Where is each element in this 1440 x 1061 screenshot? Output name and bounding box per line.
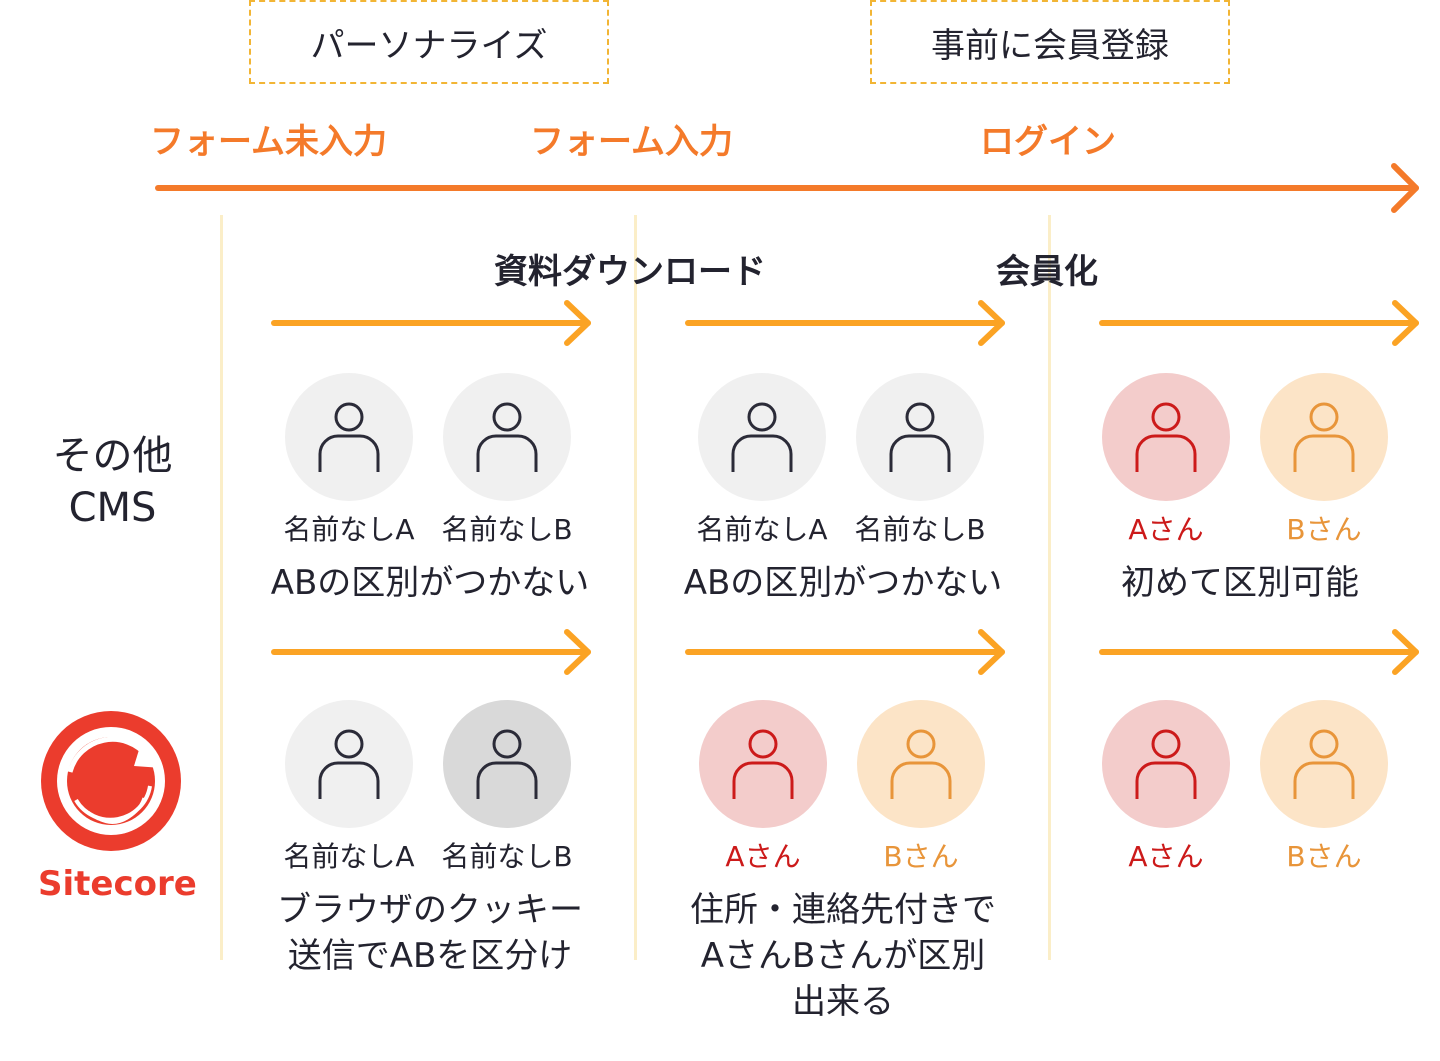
caption-line: 送信でABを区分け: [287, 936, 573, 976]
caption-sitecore-1: ブラウザのクッキー 送信でABを区分け: [230, 887, 630, 979]
row-label-line2: CMS: [68, 485, 157, 531]
person-label: Bさん: [1286, 840, 1362, 873]
person-avatar: [1102, 700, 1230, 828]
sitecore-brand-text: Sitecore: [38, 864, 197, 904]
column-title-membership: 会員化: [996, 252, 1098, 292]
person-avatar: [1260, 700, 1388, 828]
person-label: Aさん: [725, 840, 801, 873]
column-title-download: 資料ダウンロード: [494, 252, 766, 292]
personalize-label: パーソナライズ: [310, 25, 548, 66]
person-label: 名前なしB: [441, 840, 573, 873]
person-label: 名前なしA: [696, 513, 828, 546]
caption-sitecore-2: 住所・連絡先付きで AさんBさんが区別 出来る: [643, 887, 1043, 1025]
person-outline-icon: [476, 729, 538, 799]
timeline-arrow-icon: [155, 163, 1419, 213]
pre-register-box: 事前に会員登録: [870, 0, 1230, 84]
person-label: Bさん: [1286, 513, 1362, 546]
divider-line: [634, 215, 637, 960]
person-avatar: [285, 373, 413, 501]
arrow-right-icon: [1099, 300, 1419, 346]
stage-form-filled: フォーム入力: [530, 122, 733, 162]
caption-line: 住所・連絡先付きで: [690, 890, 996, 930]
divider-line: [220, 215, 223, 960]
person-label: Aさん: [1128, 840, 1204, 873]
person-outline-icon: [1293, 402, 1355, 472]
person-avatar: [443, 373, 571, 501]
arrow-right-icon: [271, 629, 591, 675]
arrow-right-icon: [1099, 629, 1419, 675]
arrow-right-icon: [271, 300, 591, 346]
stage-login: ログイン: [980, 122, 1116, 162]
stage-form-not-filled: フォーム未入力: [150, 122, 387, 162]
person-outline-icon: [731, 402, 793, 472]
person-outline-icon: [732, 729, 794, 799]
arrow-right-icon: [685, 629, 1005, 675]
person-avatar: [1260, 373, 1388, 501]
caption-line: AさんBさんが区別: [700, 936, 986, 976]
person-label: 名前なしA: [283, 513, 415, 546]
person-outline-icon: [1135, 402, 1197, 472]
sitecore-logo-icon: [41, 711, 181, 851]
person-outline-icon: [889, 402, 951, 472]
row-label-other-cms: その他 CMS: [40, 430, 185, 534]
person-avatar: [285, 700, 413, 828]
person-avatar: [857, 700, 985, 828]
caption-line: ブラウザのクッキー: [277, 890, 583, 930]
person-label: 名前なしB: [441, 513, 573, 546]
person-outline-icon: [318, 402, 380, 472]
pre-register-label: 事前に会員登録: [931, 25, 1169, 66]
person-avatar: [698, 373, 826, 501]
person-avatar: [856, 373, 984, 501]
person-avatar: [443, 700, 571, 828]
person-outline-icon: [318, 729, 380, 799]
person-outline-icon: [890, 729, 952, 799]
divider-line: [1048, 215, 1051, 960]
caption-other-1: ABの区別がつかない: [270, 563, 590, 603]
person-outline-icon: [1135, 729, 1197, 799]
person-avatar: [699, 700, 827, 828]
arrow-right-icon: [685, 300, 1005, 346]
person-outline-icon: [476, 402, 538, 472]
caption-other-3: 初めて区別可能: [1121, 563, 1359, 603]
person-label: 名前なしA: [283, 840, 415, 873]
person-label: Bさん: [883, 840, 959, 873]
caption-other-2: ABの区別がつかない: [683, 563, 1003, 603]
person-outline-icon: [1293, 729, 1355, 799]
personalize-box: パーソナライズ: [249, 0, 609, 84]
row-label-line1: その他: [52, 433, 173, 479]
person-label: 名前なしB: [854, 513, 986, 546]
caption-line: 出来る: [792, 982, 894, 1022]
person-label: Aさん: [1128, 513, 1204, 546]
person-avatar: [1102, 373, 1230, 501]
